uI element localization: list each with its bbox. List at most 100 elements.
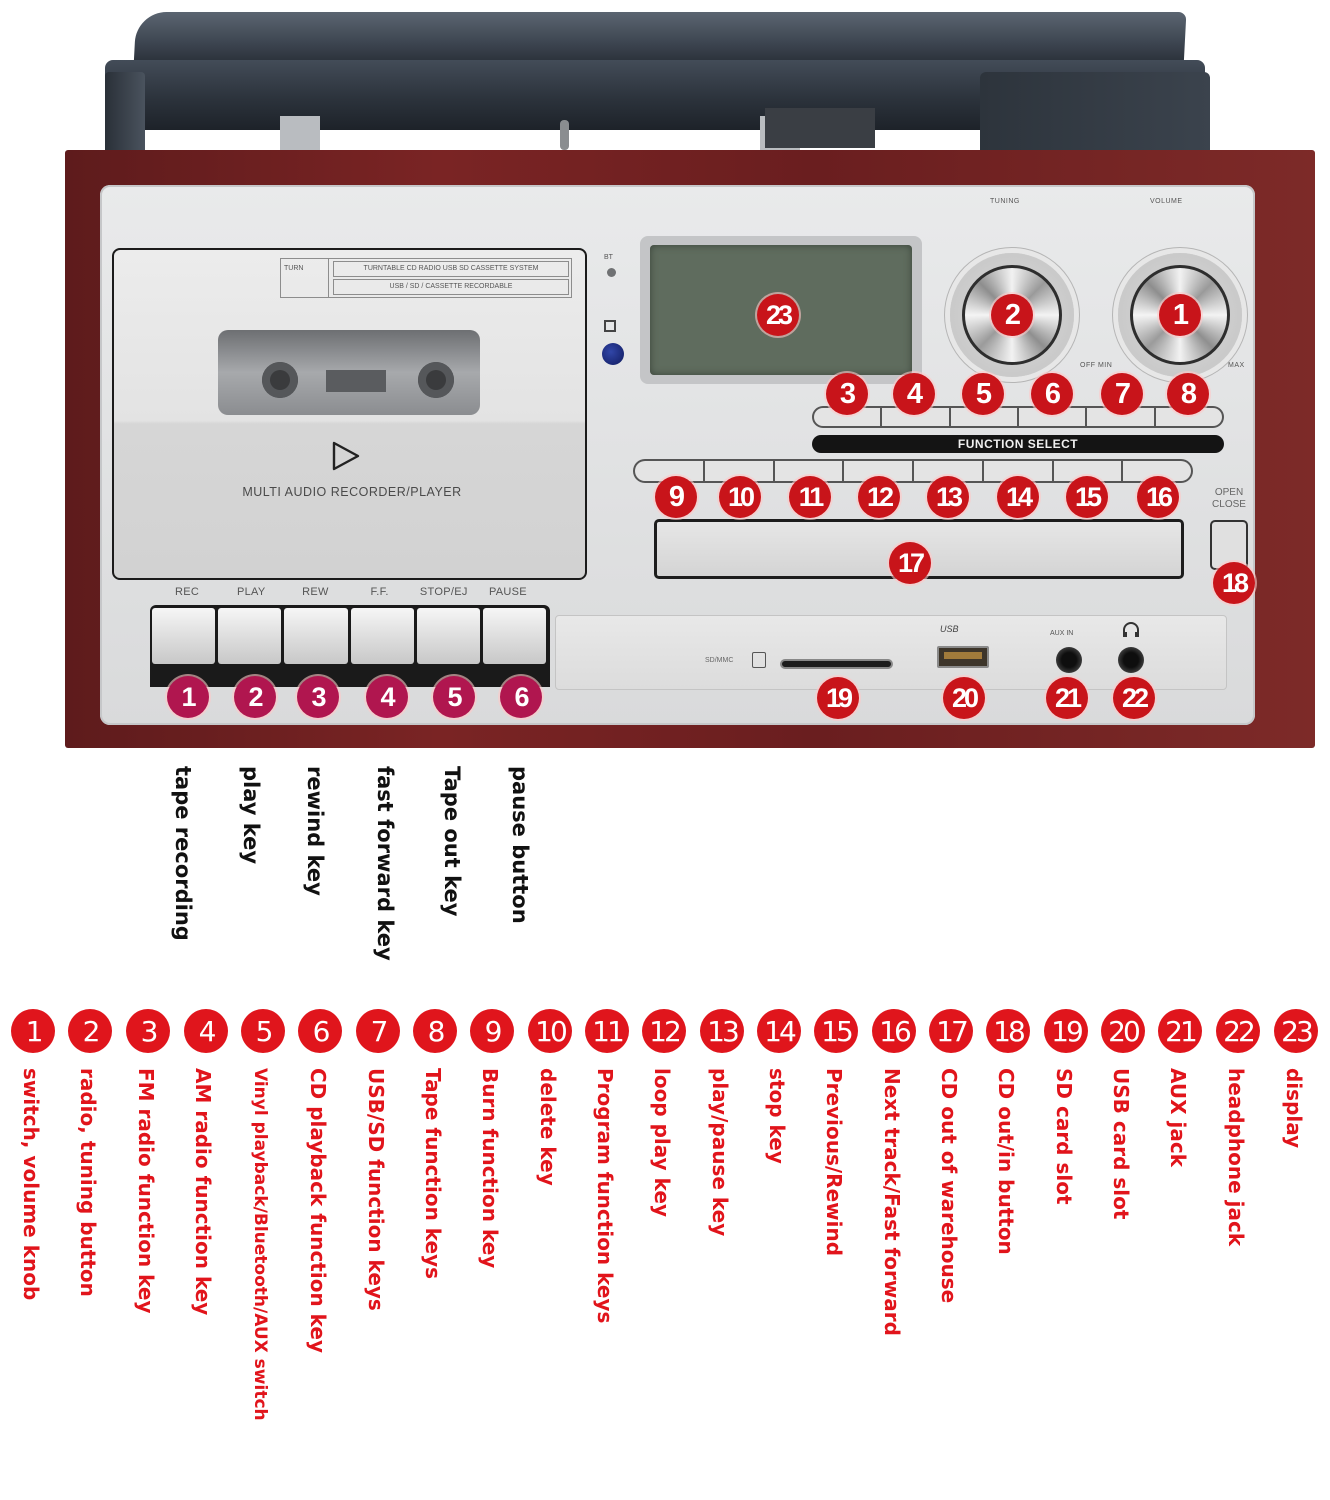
usb-port[interactable] [937,646,989,668]
legend-badge: 7 [356,1009,400,1053]
volume-max-label: MAX [1228,362,1245,369]
legend-text: play/pause key [708,1068,732,1237]
turntable-spindle [560,120,569,150]
fast-forward-key[interactable] [350,608,414,664]
sd-card-icon [752,652,766,668]
play-key[interactable] [218,608,282,664]
callout-badge: 2 [991,294,1033,336]
transport-legend-item: tape recording [171,766,195,941]
legend-text: delete key [536,1068,560,1186]
headphone-jack[interactable] [1118,647,1144,673]
cassette-counter [326,370,386,392]
legend-badge: 15 [814,1009,858,1053]
ff-label: F.F. [370,586,389,598]
function-select-label: FUNCTION SELECT [812,435,1224,453]
open-label: OPEN [1214,487,1244,498]
legend-badge: 3 [126,1009,170,1053]
cassette-label-box: TURN TURNTABLE CD RADIO USB SD CASSETTE … [280,258,572,298]
transport-legend-item: Tape out key [440,766,464,917]
callout-badge: 7 [1101,373,1143,415]
callout-badge: 19 [817,677,859,719]
dust-cover-top [133,12,1187,67]
legend-text: Previous/Rewind [822,1068,846,1257]
legend-text: CD out of warehouse [937,1068,961,1304]
legend-badge: 17 [929,1009,973,1053]
callout-badge: 6 [1031,373,1073,415]
legend-badge: 22 [1216,1009,1260,1053]
callout-badge: 23 [757,294,799,336]
cassette-label-line2: USB / SD / CASSETTE RECORDABLE [333,279,569,295]
tuning-knob-cap [962,265,1062,365]
cassette-label-left: TURN [281,259,329,297]
pause-key[interactable] [482,608,547,664]
legend-badge: 21 [1158,1009,1202,1053]
callout-badge: 3 [826,373,868,415]
callout-badge: 1 [1159,294,1201,336]
bluetooth-pair-button[interactable] [602,343,624,365]
pause-label: PAUSE [488,586,527,598]
sd-card-slot[interactable] [780,659,893,669]
legend-text: CD out/in button [994,1068,1018,1255]
legend-text: Vinyl playback/Bluetooth/AUX switch [250,1068,270,1421]
legend-badge: 2 [68,1009,112,1053]
legend-text: FM radio function key [134,1068,158,1314]
dust-cover-right-side [980,72,1210,164]
legend-badge: 12 [642,1009,686,1053]
callout-badge: 4 [366,676,408,718]
turntable-dust-cover[interactable] [70,12,1210,170]
lid-hinge [280,116,320,150]
legend-badge: 18 [986,1009,1030,1053]
tonearm [765,108,875,148]
legend-badge: 4 [184,1009,228,1053]
stop-eject-label: STOP/EJ [419,586,468,598]
legend-badge: 11 [585,1009,629,1053]
cd-open-close-button[interactable] [1210,520,1248,570]
legend-text: display [1282,1068,1306,1149]
transport-legend-item: play key [239,766,263,865]
legend-badge: 19 [1044,1009,1088,1053]
cassette-label-line1: TURNTABLE CD RADIO USB SD CASSETTE SYSTE… [333,261,569,277]
legend-text: switch, volume knob [19,1068,43,1301]
legend-text: loop play key [650,1068,674,1218]
legend-text: Burn function key [478,1068,502,1269]
legend-text: AM radio function key [191,1068,215,1316]
rec-label: REC [175,586,200,598]
legend-text: Tape function keys [421,1068,445,1280]
legend-text: Next track/Fast forward [880,1068,904,1336]
legend-text: USB card slot [1109,1068,1133,1220]
aux-in-label: AUX IN [1050,630,1074,637]
bt-label: BT [604,254,613,261]
callout-badge: 3 [297,676,339,718]
legend-text: SD card slot [1052,1068,1076,1205]
legend-text: CD playback function key [306,1068,330,1354]
pair-icon [604,320,616,332]
legend-text: USB/SD function keys [364,1068,388,1311]
callout-badge: 11 [789,476,831,518]
transport-legend-item: pause button [508,766,532,924]
legend-text: Program function keys [593,1068,617,1324]
legend-text: stop key [765,1068,789,1164]
aux-in-jack[interactable] [1056,647,1082,673]
transport-legend-item: rewind key [303,766,327,896]
function-select-keys [812,406,1224,428]
callout-badge: 22 [1113,677,1155,719]
play-triangle-icon [332,441,360,471]
callout-badge: 15 [1066,476,1108,518]
stop-eject-key[interactable] [416,608,480,664]
volume-label: VOLUME [1150,198,1183,205]
callout-badge: 18 [1213,562,1255,604]
transport-legend-item: fast forward key [373,766,397,961]
legend-text: radio, tuning button [76,1068,100,1297]
transport-key-labels: REC PLAY REW F.F. STOP/EJ PAUSE [155,586,540,600]
bluetooth-led [607,268,616,277]
cd-control-keys [633,459,1193,483]
rewind-key[interactable] [284,608,348,664]
cassette-reel-left [262,362,298,398]
cassette-reel-right [418,362,454,398]
legend-badge: 9 [470,1009,514,1053]
callout-badge: 20 [943,677,985,719]
legend-badge: 8 [413,1009,457,1053]
cassette-brand-text: MULTI AUDIO RECORDER/PLAYER [242,485,462,499]
callout-badge: 12 [858,476,900,518]
rec-key[interactable] [152,608,216,664]
